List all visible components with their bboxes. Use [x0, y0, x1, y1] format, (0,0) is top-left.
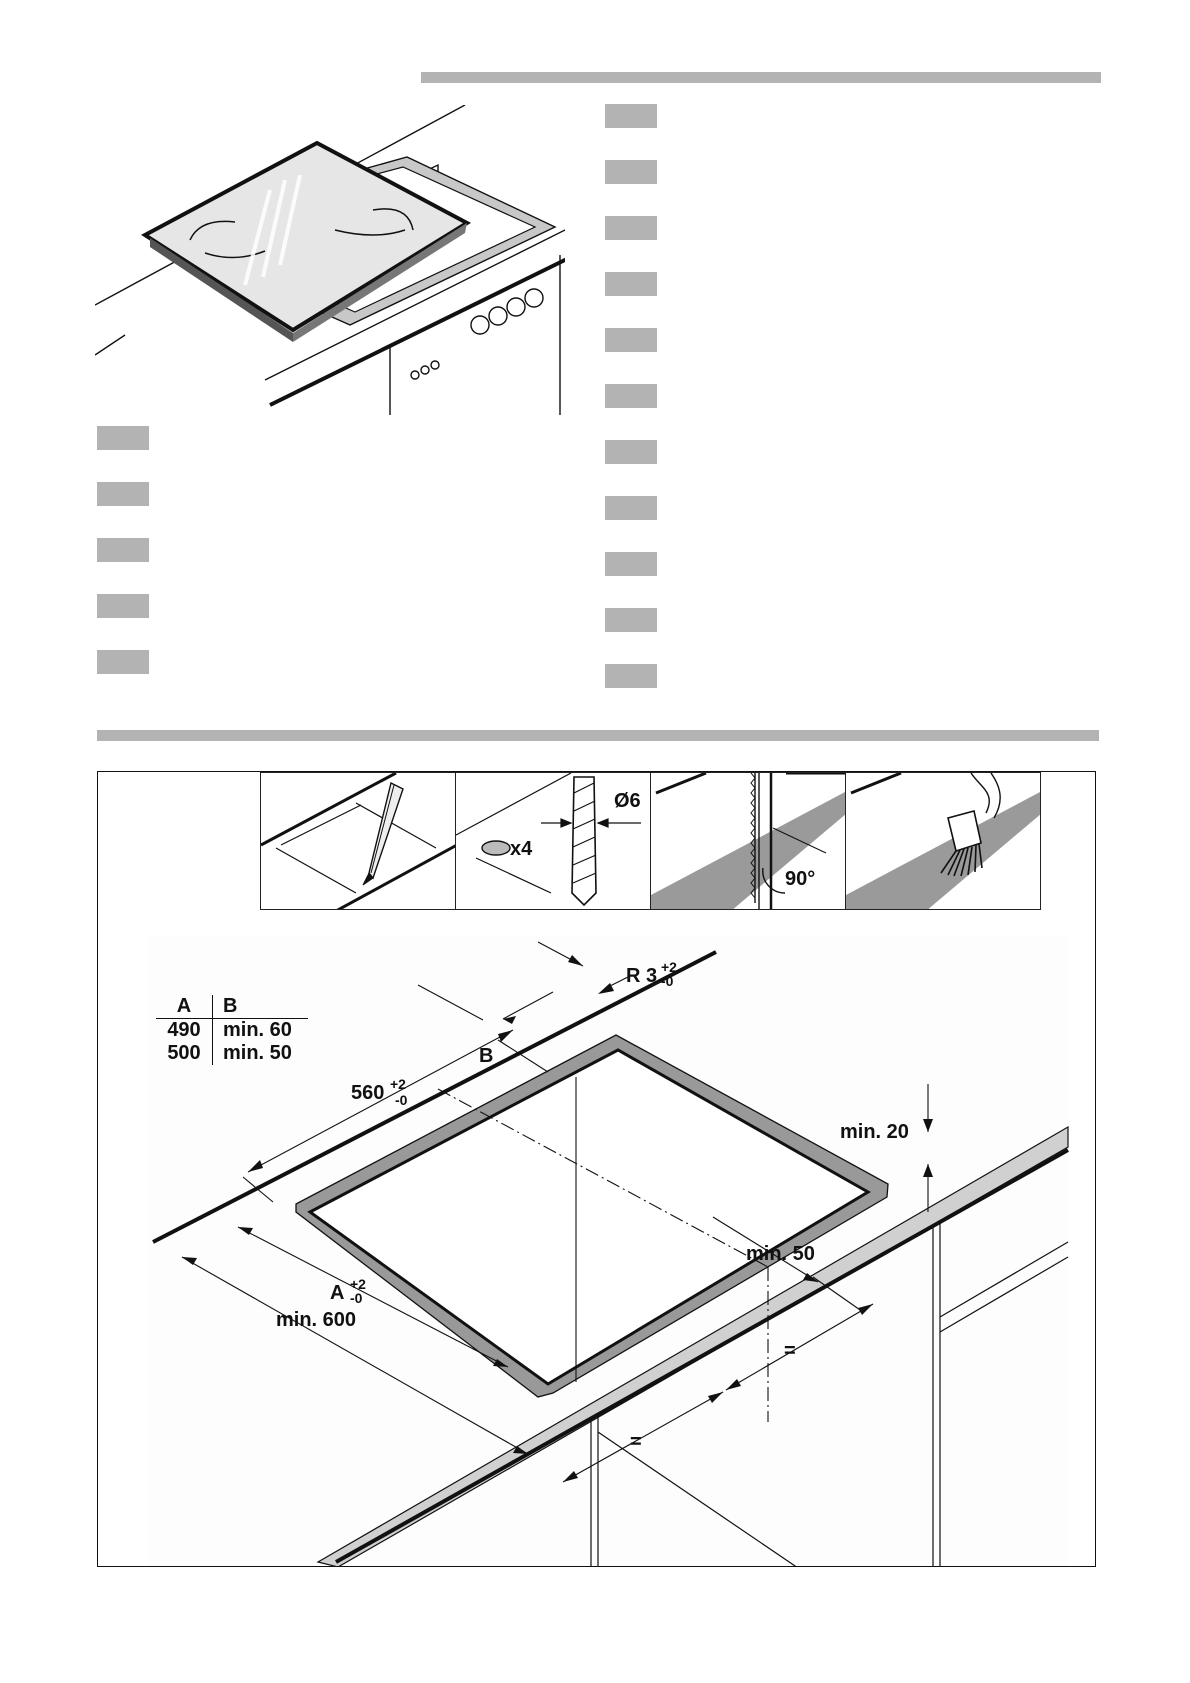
table-cell: 490 [167, 1019, 201, 1041]
a-tolerance-minus: -0 [350, 1290, 363, 1306]
language-marker [97, 426, 149, 450]
depth-tolerance-plus: +2 [390, 1076, 406, 1092]
radius-tolerance-minus: -0 [661, 973, 674, 989]
hob-illustration [95, 105, 565, 415]
cutout-dimension-drawing: R 3 +2 -0 560 +2 -0 B A +2 -0 min. 600 m… [148, 937, 1069, 1566]
table-row: 490 min. 60 [156, 1019, 308, 1042]
equal-spacing-label: = [630, 1431, 642, 1453]
language-marker [97, 594, 149, 618]
language-marker [605, 664, 657, 688]
min-front-distance-label: min. 50 [746, 1243, 815, 1265]
language-marker [605, 104, 657, 128]
language-marker [97, 538, 149, 562]
a-dimension-label: A [330, 1282, 344, 1304]
language-marker [97, 650, 149, 674]
depth-tolerance-minus: -0 [395, 1092, 408, 1108]
dimensions-table: A B 490 min. 60 500 min. 50 [156, 995, 308, 1065]
table-row: 500 min. 50 [156, 1042, 308, 1065]
b-dimension-label: B [479, 1045, 493, 1067]
language-marker [605, 272, 657, 296]
min-thickness-label: min. 20 [840, 1121, 909, 1143]
language-marker [605, 160, 657, 184]
step-seal-panel [845, 772, 1041, 910]
table-header-row: A B [156, 995, 308, 1019]
depth-label: 560 [351, 1082, 384, 1104]
language-marker [605, 496, 657, 520]
top-divider-bar [421, 72, 1101, 83]
cutout-diagram-panel: x4 Ø6 90° [97, 771, 1096, 1567]
language-marker [605, 608, 657, 632]
language-marker [605, 216, 657, 240]
middle-divider-bar [97, 730, 1099, 741]
language-marker [97, 482, 149, 506]
table-cell: min. 60 [212, 1019, 308, 1042]
step-saw-panel: 90° [650, 772, 846, 910]
language-marker [605, 384, 657, 408]
table-cell: 500 [167, 1042, 201, 1064]
table-header-a: A [176, 995, 192, 1017]
min-width-label: min. 600 [276, 1309, 356, 1331]
drill-diameter-label: Ø6 [614, 790, 641, 812]
a-tolerance-plus: +2 [350, 1276, 366, 1292]
table-cell: min. 50 [212, 1042, 308, 1065]
radius-tolerance-plus: +2 [661, 959, 677, 975]
language-marker [605, 328, 657, 352]
drill-count-label: x4 [510, 838, 533, 860]
language-marker [605, 552, 657, 576]
step-mark-panel [260, 772, 456, 910]
table-header-b: B [212, 995, 308, 1018]
equal-spacing-label: = [784, 1340, 796, 1362]
step-drill-panel: x4 Ø6 [455, 772, 651, 910]
saw-angle-label: 90° [785, 868, 815, 890]
language-marker [605, 440, 657, 464]
radius-label: R 3 [626, 965, 657, 987]
